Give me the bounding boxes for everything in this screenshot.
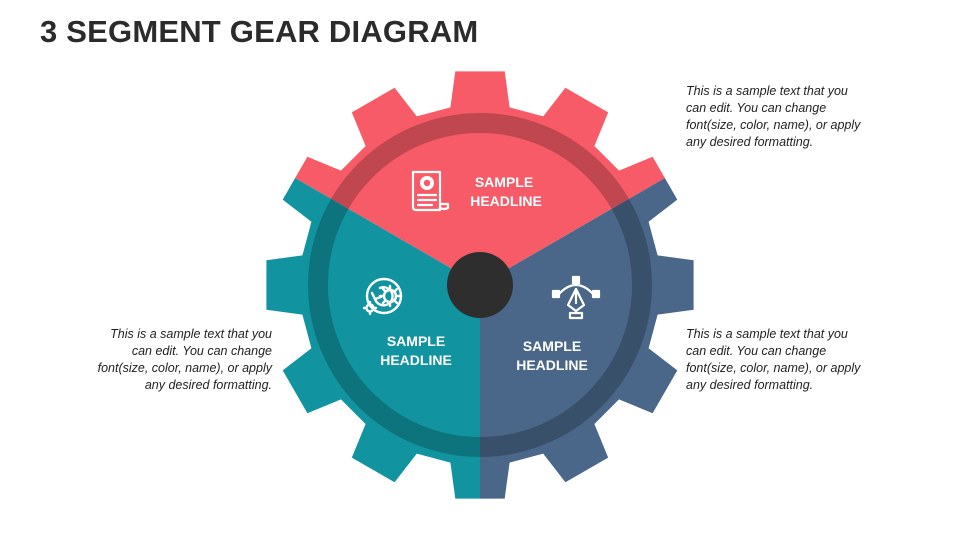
note-bottom-left: This is a sample text that you can edit.… [97,327,272,392]
segment-right-headline-line2: HEADLINE [516,357,588,373]
segment-right-headline-line1: SAMPLE [523,338,581,354]
gears-cycle-icon [362,277,403,316]
pen-tool-icon [551,275,601,320]
note-top-right: This is a sample text that you can edit.… [686,84,861,149]
note-bottom-right: This is a sample text that you can edit.… [686,327,861,392]
page-title: 3 SEGMENT GEAR DIAGRAM [40,14,479,49]
segment-top-headline-line2: HEADLINE [470,193,542,209]
segment-left-headline-line1: SAMPLE [387,333,445,349]
gear-hub [447,252,513,318]
gear-segment-top[interactable] [200,0,760,285]
segment-top-headline-line1: SAMPLE [475,174,533,190]
gear-inner-ring [308,113,652,457]
certificate-icon [411,170,450,212]
segment-left-headline-line2: HEADLINE [380,352,452,368]
